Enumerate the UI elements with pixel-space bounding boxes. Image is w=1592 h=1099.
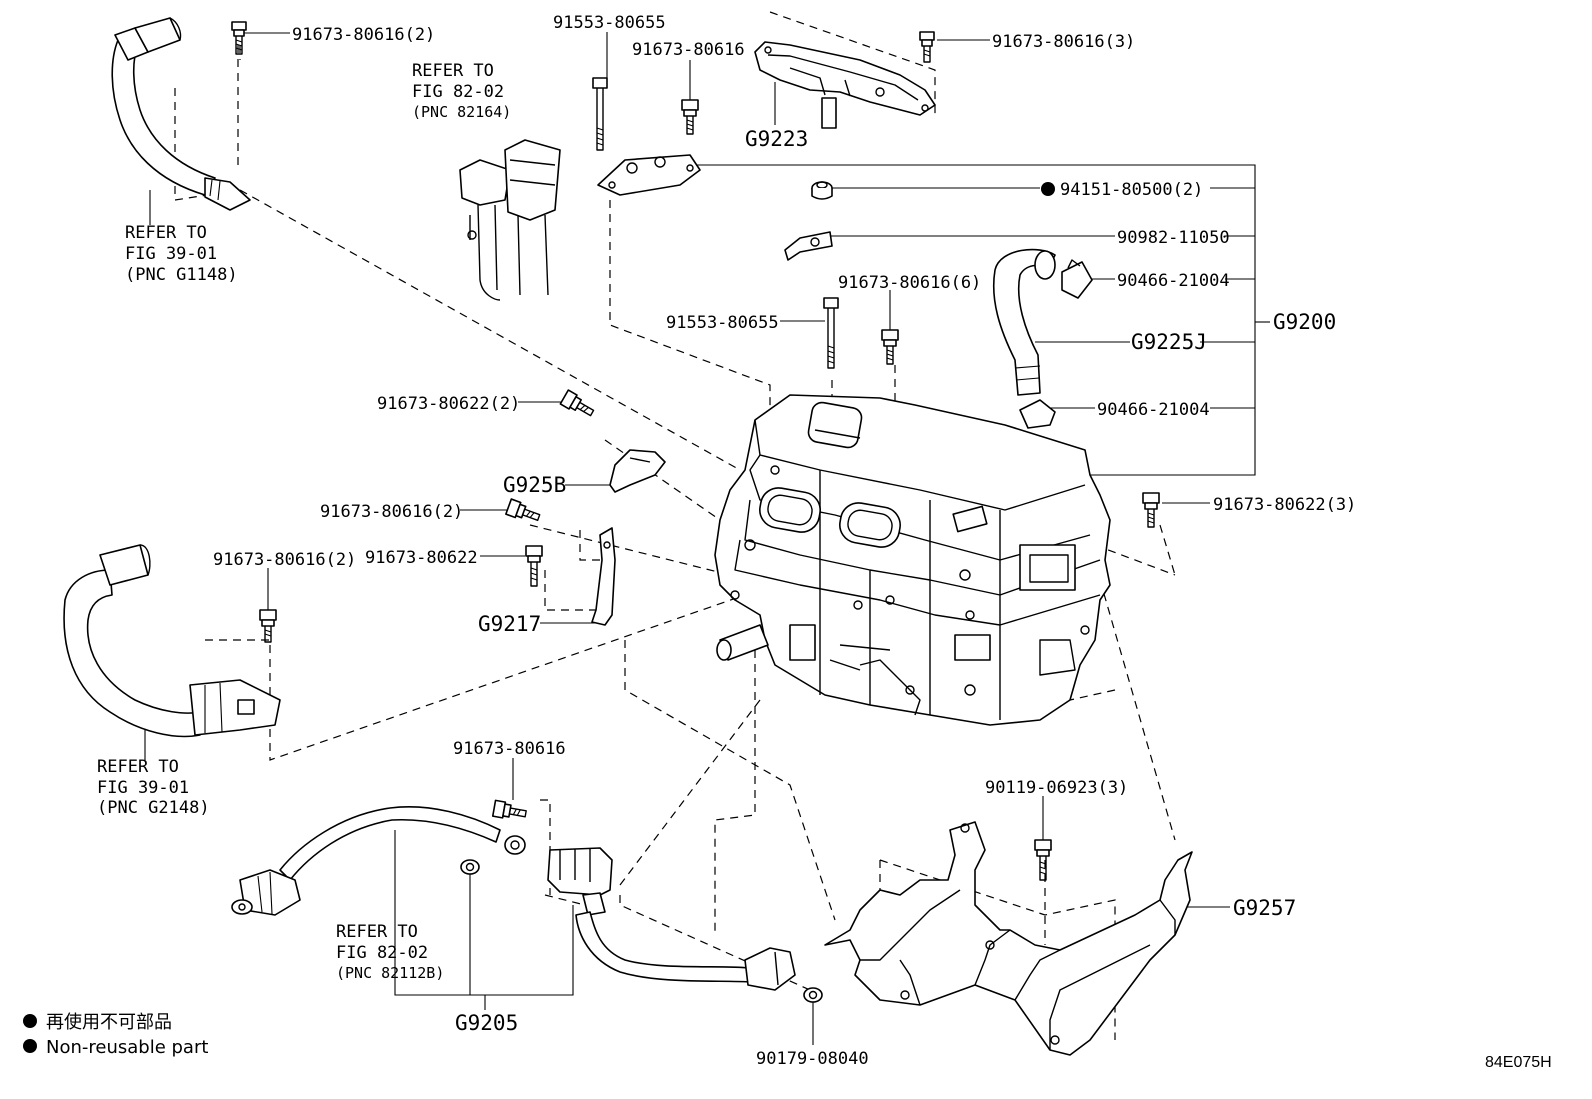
bracket-g925b bbox=[609, 449, 666, 493]
bracket-g9257 bbox=[824, 821, 1193, 1056]
part-label: 91553-80655 bbox=[553, 13, 666, 33]
part-label: G9225J bbox=[1131, 330, 1207, 354]
part-label: 91673-80616 bbox=[632, 40, 745, 60]
bolt-icon bbox=[881, 329, 899, 365]
hose-clamp-icon bbox=[1061, 259, 1093, 299]
nut-icon bbox=[803, 987, 823, 1003]
part-label: 90982-11050 bbox=[1117, 228, 1230, 248]
part-label: 91553-80655 bbox=[666, 313, 779, 333]
ref-line: REFER TO bbox=[125, 223, 207, 243]
bolt-icon bbox=[491, 799, 527, 819]
part-label: 91673-80616 bbox=[453, 739, 566, 759]
bolt-icon bbox=[592, 77, 608, 151]
plate-bracket bbox=[597, 154, 701, 196]
bolt-icon bbox=[919, 31, 935, 63]
ref-line: (PNC 82112B) bbox=[336, 964, 444, 982]
part-label: 91673-80616(3) bbox=[992, 32, 1135, 52]
ref-line: REFER TO bbox=[336, 922, 418, 942]
leader-lines bbox=[144, 32, 1270, 1045]
part-labels: 91673-80616(2) 91553-80655 91673-80616 9… bbox=[213, 13, 1356, 1069]
ref-line: (PNC 82164) bbox=[412, 103, 511, 121]
hose-clamp-icon bbox=[1019, 399, 1056, 429]
hose-mid-left bbox=[63, 544, 281, 738]
part-label: 91673-80622(2) bbox=[377, 394, 520, 414]
part-label: G9217 bbox=[478, 612, 541, 636]
part-label: 91673-80616(2) bbox=[320, 502, 463, 522]
non-reusable-marker-icon bbox=[1041, 182, 1055, 196]
legend: 再使用不可部品 Non-reusable part bbox=[23, 1012, 208, 1058]
part-label: 90179-08040 bbox=[756, 1049, 869, 1069]
bolt-icon bbox=[1142, 492, 1160, 528]
cover-g9223 bbox=[754, 41, 936, 129]
bolt-icon bbox=[259, 609, 277, 643]
bracket-g9217 bbox=[591, 527, 616, 626]
bolt-icon bbox=[823, 297, 839, 369]
part-label: 94151-80500(2) bbox=[1060, 180, 1203, 200]
ref-line: REFER TO bbox=[97, 757, 179, 777]
bolt-icon bbox=[505, 498, 541, 522]
ref-line: FIG 39-01 bbox=[125, 244, 217, 264]
legend-text-jp: 再使用不可部品 bbox=[46, 1012, 172, 1033]
part-label: 91673-80616(6) bbox=[838, 273, 981, 293]
part-label: 90466-21004 bbox=[1117, 271, 1230, 291]
bolt-icon bbox=[525, 545, 543, 587]
part-label: G9205 bbox=[455, 1011, 518, 1035]
bolt-icon bbox=[1034, 839, 1052, 881]
hose-g9225j bbox=[992, 248, 1056, 396]
legend-dot-icon bbox=[23, 1039, 37, 1053]
part-label: 91673-80622 bbox=[365, 548, 478, 568]
bolt-icon bbox=[681, 99, 699, 135]
connector-82164 bbox=[459, 139, 561, 301]
ref-line: FIG 39-01 bbox=[97, 778, 189, 798]
bolt-icon bbox=[559, 389, 595, 417]
ref-line: FIG 82-02 bbox=[336, 943, 428, 963]
bracket-90982 bbox=[784, 231, 833, 261]
part-label: G9200 bbox=[1273, 310, 1336, 334]
part-label: G9257 bbox=[1233, 896, 1296, 920]
ref-line: (PNC G2148) bbox=[97, 798, 210, 818]
legend-dot-icon bbox=[23, 1014, 37, 1028]
bolt-icon bbox=[231, 21, 247, 55]
reference-notes: REFER TO FIG 82-02 (PNC 82164) REFER TO … bbox=[97, 61, 511, 982]
part-label: 90119-06923(3) bbox=[985, 778, 1128, 798]
part-label: G925B bbox=[503, 473, 566, 497]
nut-icon bbox=[460, 859, 480, 875]
ref-line: REFER TO bbox=[412, 61, 494, 81]
part-label: 91673-80622(3) bbox=[1213, 495, 1356, 515]
hose-top-left bbox=[111, 17, 251, 211]
nut-icon bbox=[811, 181, 833, 200]
part-label: 90466-21004 bbox=[1097, 400, 1210, 420]
part-label: 91673-80616(2) bbox=[292, 25, 435, 45]
cable-g9205 bbox=[231, 806, 796, 991]
ref-line: (PNC G1148) bbox=[125, 265, 238, 285]
inverter-assembly-g9200 bbox=[714, 394, 1111, 726]
figure-code: 84E075H bbox=[1485, 1054, 1552, 1071]
part-label: G9223 bbox=[745, 127, 808, 151]
legend-text-en: Non-reusable part bbox=[46, 1037, 208, 1058]
ref-line: FIG 82-02 bbox=[412, 82, 504, 102]
part-label: 91673-80616(2) bbox=[213, 550, 356, 570]
